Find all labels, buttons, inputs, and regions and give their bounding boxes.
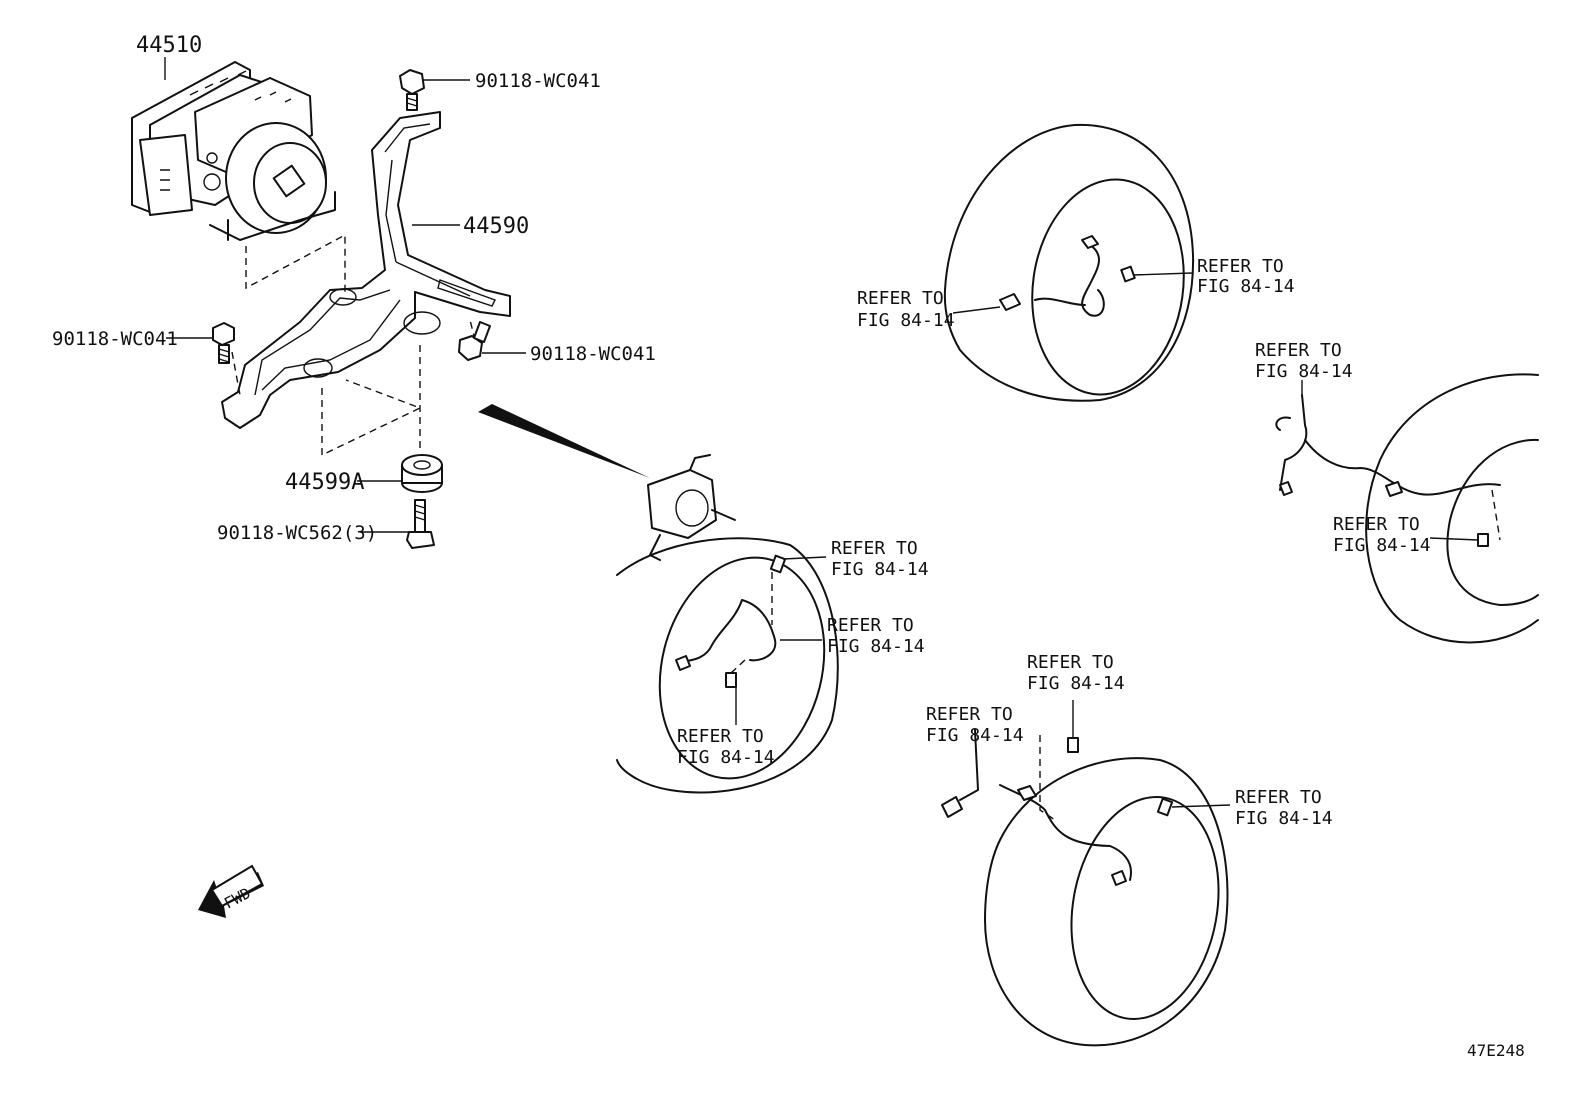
rear-right-wheel-illustration bbox=[1275, 373, 1539, 644]
ref-label-b1: REFER TO bbox=[827, 615, 914, 636]
ref-label-h2: FIG 84-14 bbox=[1027, 673, 1125, 694]
part-number-bolt-right: 90118-WC041 bbox=[530, 343, 656, 365]
part-number-bolt-left: 90118-WC041 bbox=[52, 328, 178, 350]
ref-label-f1: REFER TO bbox=[1255, 340, 1342, 361]
bolt-right-icon bbox=[458, 321, 491, 361]
part-number-44590: 44590 bbox=[463, 214, 529, 239]
front-left-wheel-illustration bbox=[616, 454, 839, 794]
ref-label-j1: REFER TO bbox=[1235, 787, 1322, 808]
bolt-left-icon bbox=[212, 322, 235, 364]
abs-actuator-illustration bbox=[131, 61, 336, 241]
part-number-bolt-top: 90118-WC041 bbox=[475, 70, 601, 92]
ref-label-i1: REFER TO bbox=[926, 704, 1013, 725]
front-right-wheel-illustration bbox=[943, 123, 1195, 402]
part-number-44510: 44510 bbox=[136, 33, 202, 58]
ref-label-i2: FIG 84-14 bbox=[926, 725, 1024, 746]
part-leader-lines bbox=[164, 57, 526, 533]
part-number-bolt-bottom: 90118-WC562(3) bbox=[217, 522, 377, 544]
ref-label-d2: FIG 84-14 bbox=[857, 310, 955, 331]
ref-label-h1: REFER TO bbox=[1027, 652, 1114, 673]
ref-label-b2: FIG 84-14 bbox=[827, 636, 925, 657]
ref-label-c2: FIG 84-14 bbox=[677, 747, 775, 768]
ref-label-e2: FIG 84-14 bbox=[1197, 276, 1295, 297]
bracket-illustration bbox=[221, 111, 511, 429]
ref-label-g1: REFER TO bbox=[1333, 514, 1420, 535]
part-number-44599a: 44599A bbox=[285, 470, 364, 495]
ref-label-e1: REFER TO bbox=[1197, 256, 1284, 277]
bolt-bottom-icon bbox=[406, 499, 435, 549]
ref-label-a1: REFER TO bbox=[831, 538, 918, 559]
ref-label-c1: REFER TO bbox=[677, 726, 764, 747]
ref-label-f2: FIG 84-14 bbox=[1255, 361, 1353, 382]
detail-pointer-wedge bbox=[478, 404, 650, 478]
ref-label-j2: FIG 84-14 bbox=[1235, 808, 1333, 829]
front-left-refs bbox=[735, 556, 827, 725]
cushion-icon bbox=[401, 454, 443, 493]
fwd-arrow-icon: FWD bbox=[198, 864, 264, 918]
figure-code: 47E248 bbox=[1467, 1041, 1525, 1060]
ref-label-a2: FIG 84-14 bbox=[831, 559, 929, 580]
rear-left-wheel-illustration bbox=[941, 700, 1231, 1047]
bolt-top-icon bbox=[399, 69, 425, 111]
ref-label-g2: FIG 84-14 bbox=[1333, 535, 1431, 556]
ref-label-d1: REFER TO bbox=[857, 288, 944, 309]
